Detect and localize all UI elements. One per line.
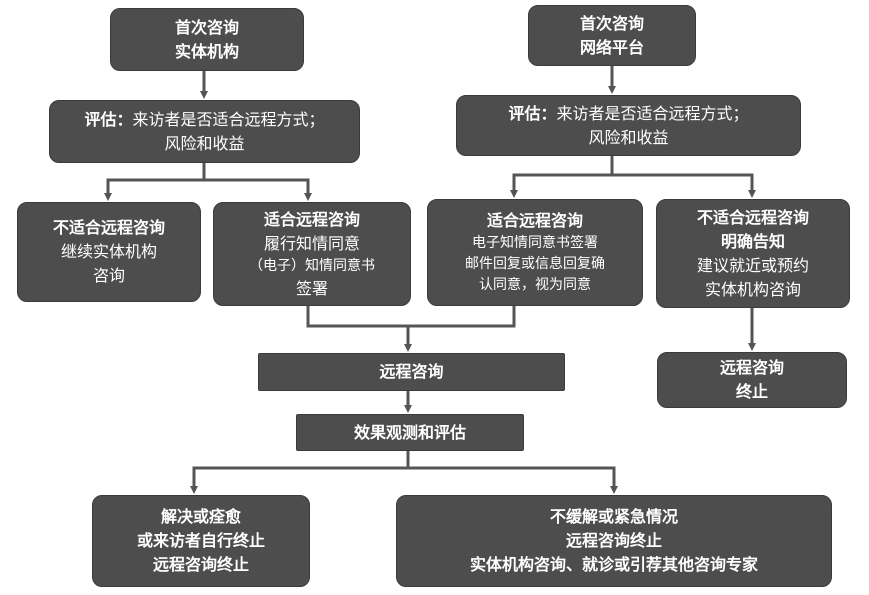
node-remote-text: 远程咨询 <box>379 362 444 381</box>
node-start-online: 首次咨询 网络平台 <box>528 5 696 66</box>
node-unresolved-line-1: 不缓解或紧急情况 <box>549 507 678 526</box>
node-assess-offline-text: 来访者是否适合远程方式； <box>132 109 325 129</box>
node-unsuitable-online-line-1: 建议就近或预约 <box>696 255 809 275</box>
node-resolved: 解决或痊愈 或来访者自行终止 远程咨询终止 <box>92 495 310 587</box>
node-assess-offline-line-2: 风险和收益 <box>164 133 245 153</box>
node-start-online-line-2: 网络平台 <box>579 37 644 57</box>
node-terminate-right-line-2: 终止 <box>735 382 768 401</box>
node-assess-online: 评估：来访者是否适合远程方式； 风险和收益 <box>456 95 801 156</box>
node-unsuitable-offline-line-1: 继续实体机构 <box>60 242 157 261</box>
node-unsuitable-online: 不适合远程咨询 明确告知 建议就近或预约 实体机构咨询 <box>656 199 850 308</box>
node-resolved-line-1: 解决或痊愈 <box>160 507 241 526</box>
node-resolved-line-3: 远程咨询终止 <box>152 555 249 574</box>
node-start-offline-line-2: 实体机构 <box>174 41 239 61</box>
node-unresolved-line-2: 远程咨询终止 <box>565 531 662 550</box>
node-suitable-offline-line-2: （电子）知情同意书 <box>249 257 375 274</box>
node-assess-offline-label: 评估： <box>84 109 133 129</box>
node-resolved-line-2: 或来访者自行终止 <box>136 531 265 550</box>
node-assess-online-line-2: 风险和收益 <box>588 127 669 147</box>
node-assess-offline: 评估：来访者是否适合远程方式； 风险和收益 <box>49 100 360 163</box>
node-unresolved-line-3: 实体机构咨询、就诊或引荐其他咨询专家 <box>469 555 758 574</box>
node-unsuitable-online-line-2: 实体机构咨询 <box>704 279 801 299</box>
merge-suitable-offline <box>306 306 516 328</box>
node-start-online-line-1: 首次咨询 <box>579 13 644 33</box>
node-suitable-online-line-1: 电子知情同意书签署 <box>472 235 598 251</box>
node-assess-online-line-1: 评估：来访者是否适合远程方式； <box>508 102 748 126</box>
node-suitable-online: 适合远程咨询 电子知情同意书签署 邮件回复或信息回复确 认同意，视为同意 <box>427 199 643 306</box>
node-suitable-offline-line-1: 履行知情同意 <box>263 233 360 253</box>
split-assess-online <box>510 156 614 198</box>
split-evaluate <box>190 451 410 494</box>
split-assess-offline <box>104 163 206 201</box>
node-unsuitable-online-subtitle: 明确告知 <box>720 231 785 251</box>
node-suitable-online-line-3: 认同意，视为同意 <box>479 277 591 293</box>
node-unresolved: 不缓解或紧急情况 远程咨询终止 实体机构咨询、就诊或引荐其他咨询专家 <box>396 495 832 587</box>
node-evaluate-text: 效果观测和评估 <box>353 422 466 442</box>
node-evaluate: 效果观测和评估 <box>296 414 524 451</box>
node-suitable-offline: 适合远程咨询 履行知情同意 （电子）知情同意书 签署 <box>213 202 411 306</box>
node-unsuitable-offline-title: 不适合远程咨询 <box>52 218 165 237</box>
split-assess-online-right <box>612 173 756 198</box>
node-terminate-right-line-1: 远程咨询 <box>719 358 784 377</box>
split-evaluate-right <box>408 466 618 494</box>
node-assess-online-text: 来访者是否适合远程方式； <box>556 103 749 123</box>
node-terminate-right: 远程咨询 终止 <box>657 352 847 408</box>
node-start-offline: 首次咨询 实体机构 <box>110 8 304 71</box>
node-suitable-online-line-2: 邮件回复或信息回复确 <box>465 256 605 272</box>
node-unsuitable-offline: 不适合远程咨询 继续实体机构 咨询 <box>17 202 201 302</box>
node-suitable-offline-title: 适合远程咨询 <box>263 209 360 229</box>
node-assess-online-label: 评估： <box>508 103 557 123</box>
node-unsuitable-offline-line-2: 咨询 <box>92 266 125 285</box>
node-assess-offline-line-1: 评估：来访者是否适合远程方式； <box>84 108 324 132</box>
node-remote: 远程咨询 <box>258 353 565 391</box>
node-suitable-online-title: 适合远程咨询 <box>486 211 583 230</box>
node-suitable-offline-line-3: 签署 <box>295 278 328 298</box>
node-start-offline-line-1: 首次咨询 <box>174 17 239 37</box>
split-assess-offline-right <box>204 178 312 201</box>
node-unsuitable-online-title: 不适合远程咨询 <box>696 207 809 227</box>
